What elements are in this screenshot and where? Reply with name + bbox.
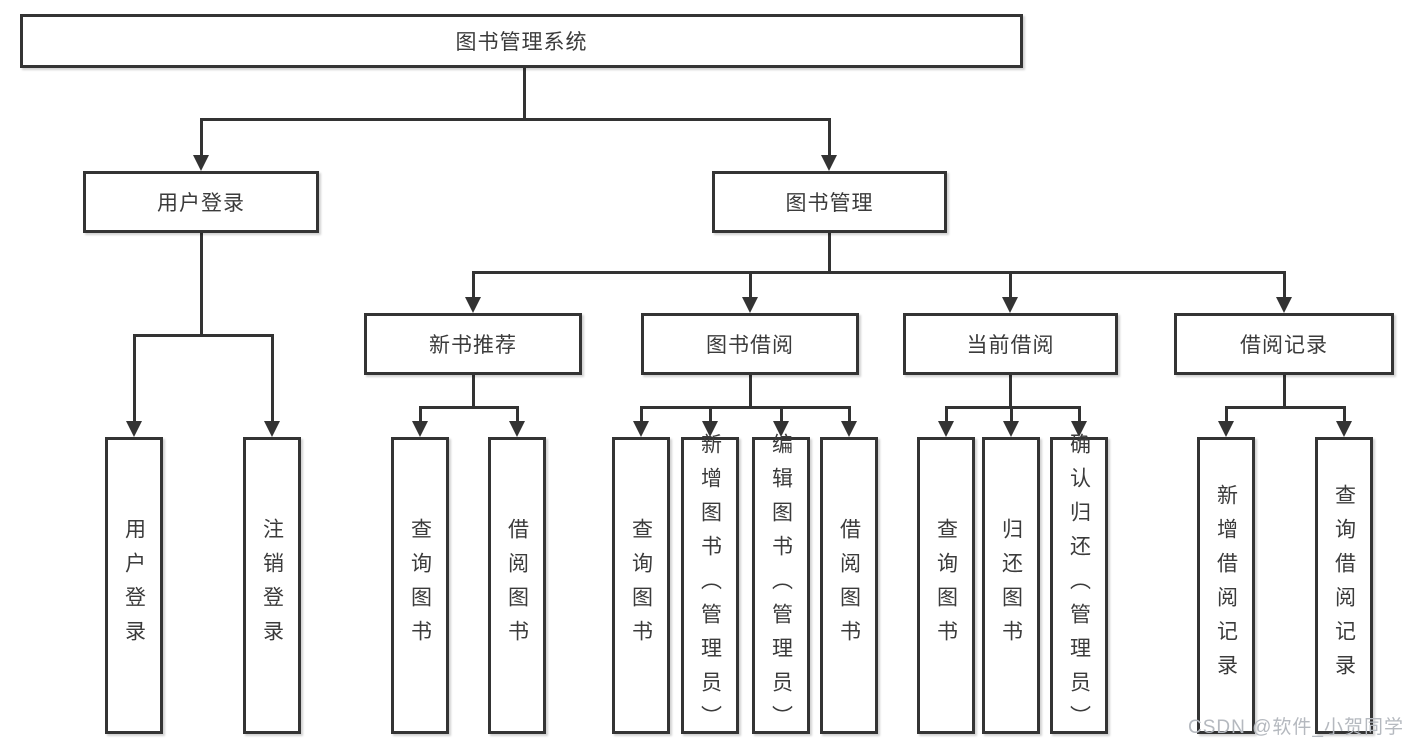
connector-arrow-stem bbox=[748, 272, 752, 299]
arrow-down-icon bbox=[1336, 421, 1352, 437]
connector-arrow-stem bbox=[1282, 272, 1286, 299]
connector-arrow-stem bbox=[779, 407, 783, 423]
leaf-add-books-admin: 新增图书（管理员） bbox=[681, 433, 739, 739]
node-root: 图书管理系统 bbox=[20, 14, 1023, 68]
leaf-edit-books-admin: 编辑图书（管理员） bbox=[752, 433, 810, 739]
connector-stub bbox=[748, 374, 752, 408]
connector-arrow-stem bbox=[1008, 272, 1012, 299]
node-book-borrow: 图书借阅 bbox=[641, 313, 859, 375]
connector-arrow-stem bbox=[827, 119, 831, 157]
leaf-add-borrow-record: 新增借阅记录 bbox=[1197, 437, 1255, 734]
leaf-label: 借阅图书 bbox=[505, 517, 529, 654]
connector-stub bbox=[471, 374, 475, 408]
connector-stub bbox=[199, 232, 203, 336]
node-current-borrow: 当前借阅 bbox=[903, 313, 1118, 375]
arrow-down-icon bbox=[1003, 421, 1019, 437]
leaf-logout: 注销登录 bbox=[243, 437, 301, 734]
connector-stub bbox=[522, 67, 526, 120]
arrow-down-icon bbox=[821, 155, 837, 171]
arrow-down-icon bbox=[1002, 297, 1018, 313]
connector-arrow-stem bbox=[847, 407, 851, 423]
connector-arrow-stem bbox=[639, 407, 643, 423]
leaf-label: 注销登录 bbox=[260, 517, 284, 654]
leaf-confirm-return-admin: 确认归还（管理员） bbox=[1050, 433, 1108, 739]
connector-bar bbox=[199, 117, 831, 121]
connector-arrow-stem bbox=[1077, 407, 1081, 423]
connector-bar bbox=[471, 270, 1286, 274]
leaf-borrow-books-1: 借阅图书 bbox=[488, 437, 546, 734]
connector-arrow-stem bbox=[1009, 407, 1013, 423]
connector-bar bbox=[1224, 405, 1346, 409]
arrow-down-icon bbox=[1276, 297, 1292, 313]
leaf-label: 归还图书 bbox=[999, 517, 1023, 654]
connector-arrow-stem bbox=[418, 407, 422, 423]
connector-arrow-stem bbox=[471, 272, 475, 299]
leaf-user-login: 用户登录 bbox=[105, 437, 163, 734]
connector-arrow-stem bbox=[270, 335, 274, 423]
leaf-label: 借阅图书 bbox=[837, 517, 861, 654]
arrow-down-icon bbox=[841, 421, 857, 437]
leaf-label: 用户登录 bbox=[122, 517, 146, 654]
arrow-down-icon bbox=[126, 421, 142, 437]
leaf-borrow-books-2: 借阅图书 bbox=[820, 437, 878, 734]
watermark: CSDN @软件_小贺同学 bbox=[1188, 717, 1404, 738]
arrow-down-icon bbox=[1071, 421, 1087, 437]
leaf-label: 编辑图书（管理员） bbox=[769, 432, 793, 739]
arrow-down-icon bbox=[193, 155, 209, 171]
arrow-down-icon bbox=[702, 421, 718, 437]
leaf-query-borrow-record: 查询借阅记录 bbox=[1315, 437, 1373, 734]
connector-arrow-stem bbox=[132, 335, 136, 423]
arrow-down-icon bbox=[509, 421, 525, 437]
connector-arrow-stem bbox=[199, 119, 203, 157]
arrow-down-icon bbox=[465, 297, 481, 313]
arrow-down-icon bbox=[412, 421, 428, 437]
leaf-query-books-2: 查询图书 bbox=[612, 437, 670, 734]
connector-arrow-stem bbox=[708, 407, 712, 423]
leaf-label: 查询图书 bbox=[629, 517, 653, 654]
connector-arrow-stem bbox=[515, 407, 519, 423]
leaf-label: 查询图书 bbox=[408, 517, 432, 654]
leaf-label: 查询图书 bbox=[934, 517, 958, 654]
leaf-return-books: 归还图书 bbox=[982, 437, 1040, 734]
leaf-label: 新增图书（管理员） bbox=[698, 432, 722, 739]
leaf-label: 新增借阅记录 bbox=[1214, 483, 1238, 688]
arrow-down-icon bbox=[773, 421, 789, 437]
arrow-down-icon bbox=[938, 421, 954, 437]
leaf-query-books-1: 查询图书 bbox=[391, 437, 449, 734]
node-book-management: 图书管理 bbox=[712, 171, 947, 233]
arrow-down-icon bbox=[1218, 421, 1234, 437]
connector-arrow-stem bbox=[1224, 407, 1228, 423]
leaf-label: 确认归还（管理员） bbox=[1067, 432, 1091, 739]
connector-arrow-stem bbox=[1342, 407, 1346, 423]
arrow-down-icon bbox=[264, 421, 280, 437]
node-new-book-recommend: 新书推荐 bbox=[364, 313, 582, 375]
connector-bar bbox=[418, 405, 519, 409]
connector-bar bbox=[639, 405, 851, 409]
connector-bar bbox=[132, 333, 274, 337]
connector-stub bbox=[827, 232, 831, 273]
leaf-query-books-3: 查询图书 bbox=[917, 437, 975, 734]
node-borrow-records: 借阅记录 bbox=[1174, 313, 1394, 375]
arrow-down-icon bbox=[742, 297, 758, 313]
connector-arrow-stem bbox=[944, 407, 948, 423]
connector-stub bbox=[1008, 374, 1012, 408]
connector-bar bbox=[944, 405, 1081, 409]
leaf-label: 查询借阅记录 bbox=[1332, 483, 1356, 688]
arrow-down-icon bbox=[633, 421, 649, 437]
connector-stub bbox=[1282, 374, 1286, 408]
node-user-login: 用户登录 bbox=[83, 171, 319, 233]
